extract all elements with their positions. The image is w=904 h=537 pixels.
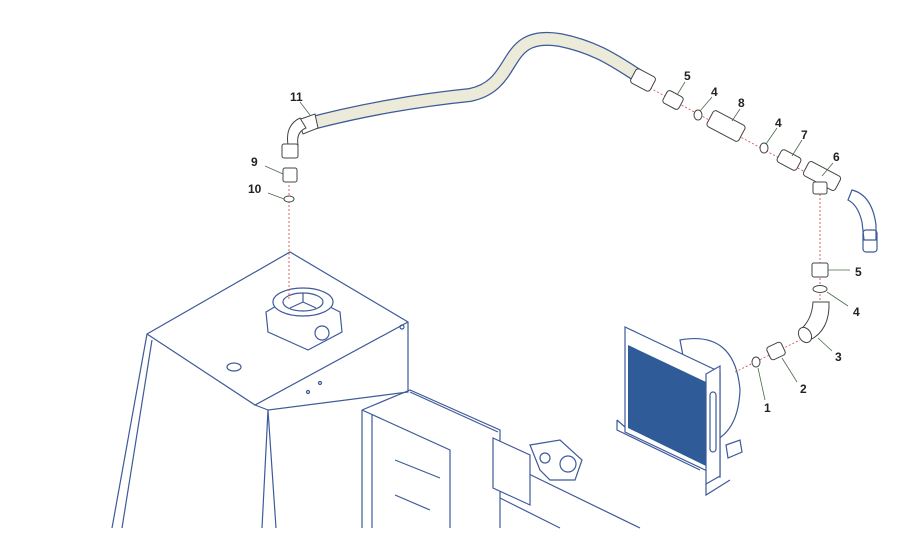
callout-4-b: 4 [775,116,782,130]
machine-frame [361,389,641,529]
callout-1: 1 [764,401,771,415]
callout-2: 2 [800,382,807,396]
callout-9: 9 [251,155,258,169]
tank-filler-breather [265,287,343,351]
check-valve-8 [706,110,746,142]
fitting-5-bottom [811,262,829,278]
callout-4-c: 4 [853,305,860,319]
o-ring-4-a [693,109,703,121]
tee-fitting-6 [802,161,842,195]
callout-10: 10 [248,182,262,196]
callout-6: 6 [833,150,840,164]
o-ring-4-c [812,285,828,293]
elbow-fitting-3 [797,301,830,344]
callout-4-a: 4 [711,85,718,99]
oil-cooler [616,326,743,497]
hydraulic-tank [111,251,409,529]
adapter-fitting-2 [766,341,786,361]
fitting-9 [282,167,298,183]
callout-5-bottom: 5 [855,265,862,279]
callout-5-top: 5 [684,69,691,83]
fitting-5-top [662,90,684,110]
callout-3: 3 [835,350,842,364]
hose-end-disconnected [847,189,878,253]
callout-11: 11 [290,90,303,104]
leader-lines [264,81,850,401]
o-ring-4-b [759,142,769,154]
o-ring-1 [751,356,761,368]
fitting-7 [776,149,802,171]
callout-8: 8 [738,96,745,110]
callout-7: 7 [801,128,808,142]
assembly-centerline [734,339,801,373]
o-ring-10 [283,195,295,203]
hydraulic-hose [281,31,656,159]
